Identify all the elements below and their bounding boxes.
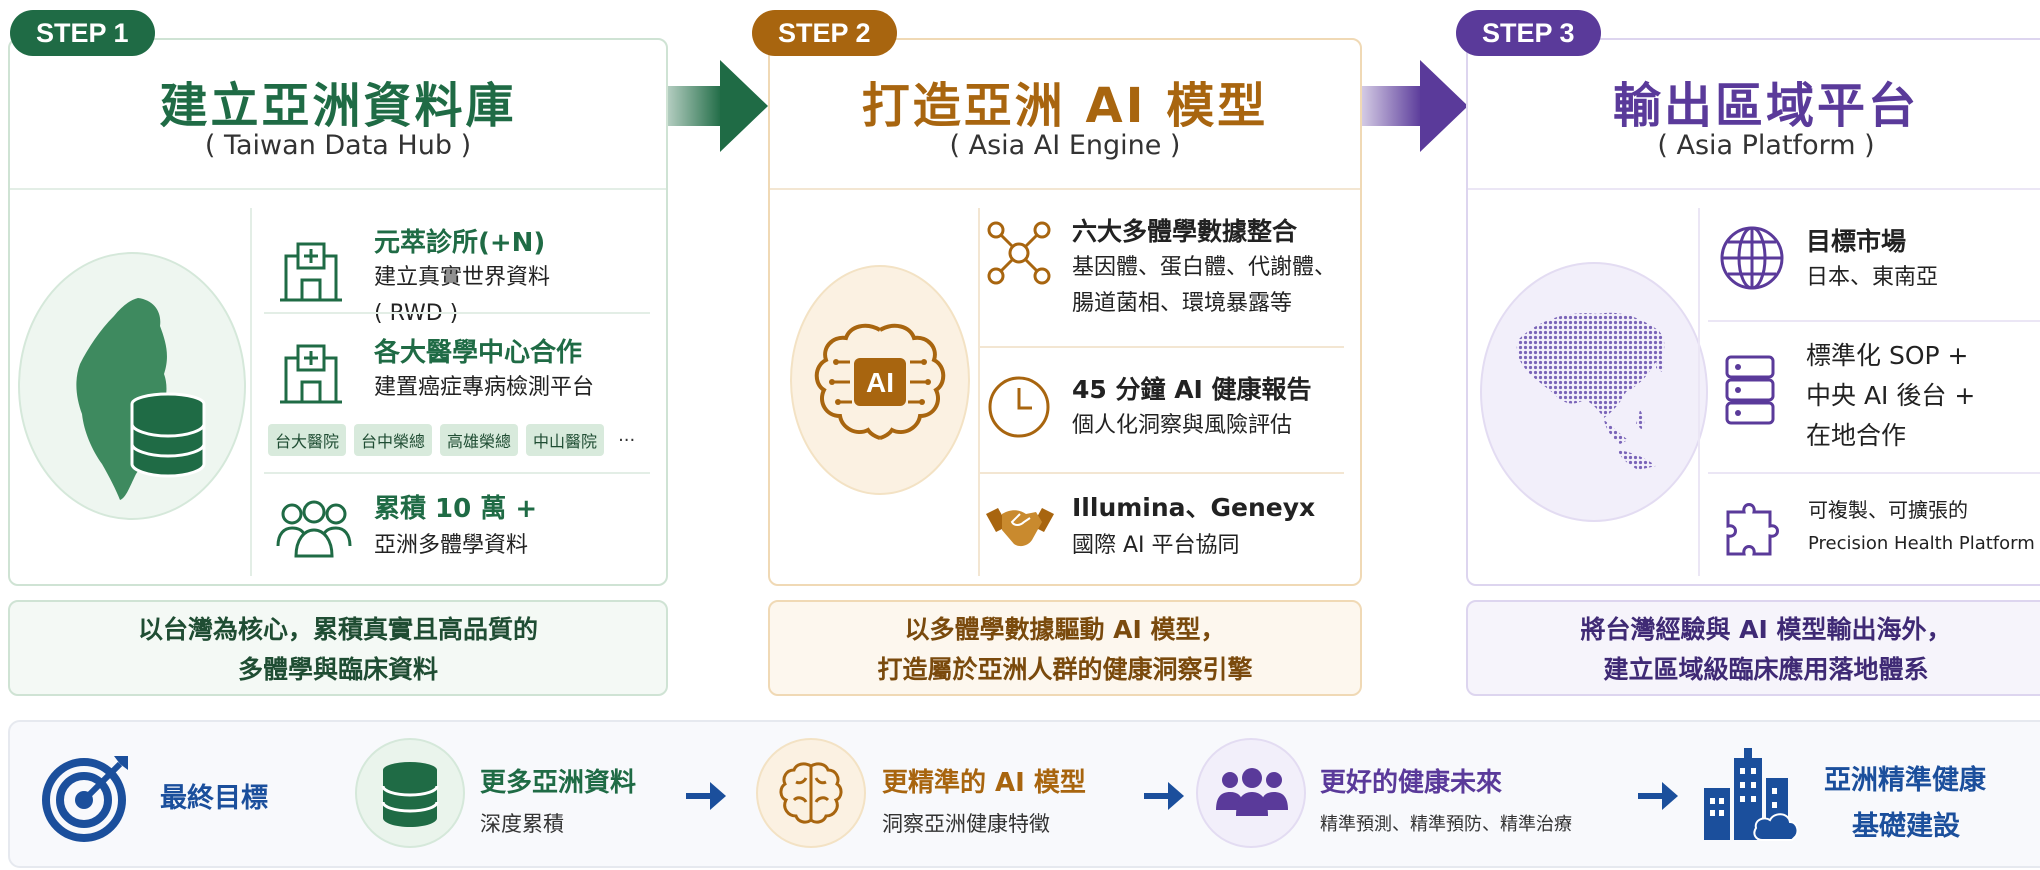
omics-desc-2: 腸道菌相、環境暴露等 <box>1072 291 1293 316</box>
step-2-header: 打造亞洲 AI 模型 ( Asia AI Engine ) <box>770 40 1360 190</box>
clinic-title: 元萃診所(+N) <box>374 228 546 258</box>
hospital-tag: 台中榮總 <box>354 424 433 456</box>
divider <box>980 346 1344 348</box>
sop-title: 標準化 SOP + <box>1806 341 1969 370</box>
city-buildings-icon <box>1704 748 1799 841</box>
omics-desc-1: 基因體、蛋白體、代謝體、 <box>1072 255 1337 280</box>
hospital-icon <box>280 344 342 404</box>
step-1-panel: 建立亞洲資料庫 ( Taiwan Data Hub ) 元萃診所(+N) 建立真… <box>8 38 668 586</box>
step-3-subtitle: ( Asia Platform ) <box>1657 130 1875 161</box>
hospital-tag: 中山醫院 <box>526 424 605 456</box>
summary-line: 建立區域級臨床應用落地體系 <box>1603 655 1929 684</box>
network-nodes-icon <box>987 221 1051 285</box>
summary-line: 以台灣為核心，累積真實且高品質的 <box>137 615 538 644</box>
omics-title: 六大多體學數據整合 <box>1072 217 1298 246</box>
report-desc: 個人化洞察與風險評估 <box>1072 413 1293 438</box>
arrow-right-icon <box>686 782 726 810</box>
step-1-header: 建立亞洲資料庫 ( Taiwan Data Hub ) <box>10 40 666 190</box>
step-1-summary: 以台灣為核心，累積真實且高品質的 多體學與臨床資料 <box>8 600 668 696</box>
data-volume-desc: 亞洲多體學資料 <box>374 533 529 558</box>
clinic-desc-2: ( RWD ) <box>374 301 459 326</box>
partners-title: Illumina、Geneyx <box>1072 493 1316 522</box>
puzzle-icon <box>1726 503 1779 556</box>
step-3-title: 輸出區域平台 <box>1612 78 1919 134</box>
taiwan-map-icon <box>76 298 206 500</box>
divider <box>1708 320 2040 322</box>
medical-center-title: 各大醫學中心合作 <box>374 338 583 368</box>
platform-desc: Precision Health Platform <box>1808 533 2035 554</box>
step-1-title: 建立亞洲資料庫 <box>159 78 517 134</box>
stage-1-desc: 深度累積 <box>480 812 564 836</box>
handshake-icon <box>986 508 1054 547</box>
ai-brain-icon: AI <box>814 323 946 440</box>
hospital-tag: 台大醫院 <box>268 424 347 456</box>
step-1-divider <box>250 208 252 576</box>
people-icon <box>1216 768 1288 816</box>
summary-line: 多體學與臨床資料 <box>237 655 438 684</box>
step-2-title: 打造亞洲 AI 模型 <box>861 78 1269 134</box>
stage-3-title: 更好的健康未來 <box>1320 768 1503 798</box>
clinic-desc-1: 建立真實世界資料 <box>374 265 551 290</box>
step-1-subtitle: ( Taiwan Data Hub ) <box>204 130 472 161</box>
summary-line: 打造屬於亞洲人群的健康洞察引擎 <box>877 655 1253 684</box>
ai-chip-label: AI <box>866 367 894 398</box>
stage-1-title: 更多亞洲資料 <box>480 768 637 798</box>
divider <box>980 472 1344 474</box>
hospital-icon <box>280 242 342 302</box>
clock-icon <box>988 376 1050 438</box>
target-icon <box>42 756 128 842</box>
step-2-panel: 打造亞洲 AI 模型 ( Asia AI Engine ) AI 六大多體學數據… <box>768 38 1362 586</box>
database-icon <box>381 762 439 827</box>
sop-desc-2: 在地合作 <box>1806 421 1907 450</box>
divider <box>264 312 650 314</box>
final-goal-label: 最終目標 <box>160 783 268 814</box>
final-title-2: 基礎建設 <box>1852 811 1960 842</box>
step-3-panel: 輸出區域平台 ( Asia Platform ) 目標市場 日本、東南亞 標 <box>1466 38 2040 586</box>
target-market-title: 目標市場 <box>1806 227 1907 256</box>
server-icon <box>1725 355 1775 425</box>
asia-map-icon <box>1516 312 1665 470</box>
hospital-tag: 高雄榮總 <box>440 424 519 456</box>
brain-icon <box>779 762 843 824</box>
step-3-divider <box>1698 208 1700 576</box>
platform-title: 可複製、可擴張的 <box>1808 498 1968 522</box>
stage-2-desc: 洞察亞洲健康特徵 <box>882 812 1050 836</box>
arrow-right-icon <box>1638 782 1678 810</box>
arrow-right-icon <box>1144 782 1184 810</box>
step-2-badge: STEP 2 <box>752 10 897 56</box>
hospital-tags: 台大醫院 台中榮總 高雄榮總 中山醫院 ··· <box>268 424 635 456</box>
divider <box>264 472 650 474</box>
people-group-icon <box>276 500 352 558</box>
data-volume-title: 累積 10 萬 + <box>374 494 538 524</box>
summary-line: 以多體學數據驅動 AI 模型， <box>904 615 1226 644</box>
step-2-subtitle: ( Asia AI Engine ) <box>949 130 1181 161</box>
partners-desc: 國際 AI 平台協同 <box>1072 533 1240 558</box>
report-title: 45 分鐘 AI 健康報告 <box>1072 375 1312 404</box>
stage-2-title: 更精準的 AI 模型 <box>882 768 1086 798</box>
step-1-badge: STEP 1 <box>10 10 155 56</box>
step-2-summary: 以多體學數據驅動 AI 模型， 打造屬於亞洲人群的健康洞察引擎 <box>768 600 1362 696</box>
final-goal-bar: 最終目標 更多亞洲資料 深度累積 更精準的 AI 模型 洞察亞洲健康特徵 更好的… <box>8 720 2040 868</box>
globe-icon <box>1720 226 1784 290</box>
step-3-badge: STEP 3 <box>1456 10 1601 56</box>
step-2-divider <box>978 208 980 576</box>
summary-line: 將台灣經驗與 AI 模型輸出海外， <box>1580 615 1952 644</box>
step-3-header: 輸出區域平台 ( Asia Platform ) <box>1468 40 2040 190</box>
sop-desc-1: 中央 AI 後台 + <box>1806 381 1976 410</box>
more-ellipsis: ··· <box>618 429 636 451</box>
final-title-1: 亞洲精準健康 <box>1824 765 1986 796</box>
step-3-summary: 將台灣經驗與 AI 模型輸出海外， 建立區域級臨床應用落地體系 <box>1466 600 2040 696</box>
stage-3-desc: 精準預測、精準預防、精準治療 <box>1320 814 1572 835</box>
divider <box>1708 472 2040 474</box>
target-market-desc: 日本、東南亞 <box>1806 265 1939 290</box>
medical-center-desc: 建置癌症專病檢測平台 <box>374 375 595 400</box>
